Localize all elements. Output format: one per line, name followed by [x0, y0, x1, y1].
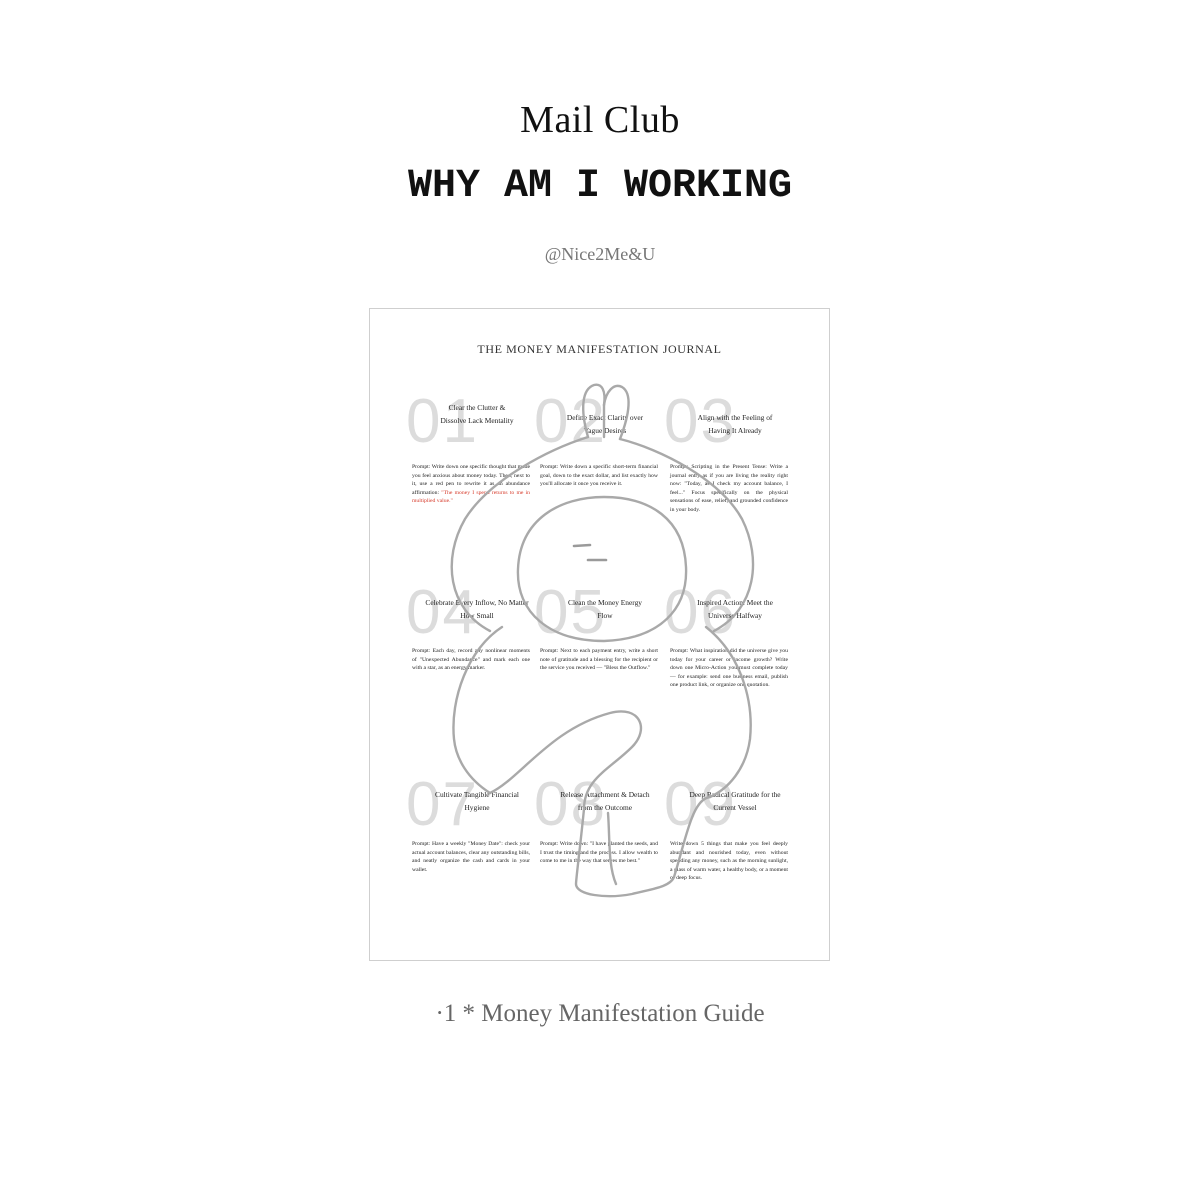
step-prompt: Write down 5 things that make you feel d… [670, 841, 788, 882]
step-prompt: Prompt: Next to each payment entry, writ… [540, 648, 658, 672]
journal-step-04: 04 Celebrate Every Inflow, No Matter How… [406, 582, 542, 672]
journal-step-07: 07 Cultivate Tangible Financial Hygiene … [406, 774, 542, 873]
journal-step-03: 03 Align with the Feeling of Having It A… [664, 391, 800, 513]
step-title: Deep Radical Gratitude for the Current V… [689, 790, 781, 812]
step-title: Inspired Action: Meet the Universe Halfw… [697, 598, 773, 620]
creator-handle: @Nice2Me&U [544, 244, 656, 264]
journal-sheet: THE MONEY MANIFESTATION JOURNAL 01 Clear… [369, 308, 830, 961]
step-prompt: Prompt: Each day, record any nonlinear m… [412, 648, 530, 672]
step-title: Clear the Clutter & Dissolve Lack Mental… [440, 403, 514, 425]
step-prompt: Prompt: Have a weekly "Money Date": chec… [412, 841, 530, 873]
journal-step-02: 02 Define Exact Clarity over Vague Desir… [534, 391, 670, 488]
step-prompt: Prompt: Write down one specific thought … [412, 463, 530, 506]
step-title: Release Attachment & Detach from the Out… [560, 790, 650, 812]
step-title: Define Exact Clarity over Vague Desires [566, 413, 644, 435]
step-title: Celebrate Every Inflow, No Matter How Sm… [425, 598, 529, 620]
journal-step-08: 08 Release Attachment & Detach from the … [534, 774, 670, 865]
journal-step-05: 05 Clean the Money Energy Flow Prompt: N… [534, 582, 670, 672]
step-title: Clean the Money Energy Flow [568, 598, 642, 620]
step-prompt: Prompt: Write down a specific short-term… [540, 464, 658, 488]
journal-step-06: 06 Inspired Action: Meet the Universe Ha… [664, 582, 800, 689]
step-title: Cultivate Tangible Financial Hygiene [435, 790, 519, 812]
headline: WHY AM I WORKING [407, 164, 793, 209]
guide-caption: ·1 * Money Manifestation Guide [435, 1000, 765, 1027]
step-prompt: Prompt: What inspiration did the univers… [670, 648, 788, 689]
step-title: Align with the Feeling of Having It Alre… [697, 413, 773, 435]
step-prompt: Prompt: Write down: "I have planted the … [540, 841, 658, 865]
step-prompt: Prompt: Scripting in the Present Tense: … [670, 464, 788, 513]
journal-step-01: 01 Clear the Clutter & Dissolve Lack Men… [406, 391, 542, 505]
brand-name: Mail Club [520, 99, 680, 141]
journal-step-09: 09 Deep Radical Gratitude for the Curren… [664, 774, 800, 882]
journal-title: THE MONEY MANIFESTATION JOURNAL [477, 342, 722, 356]
